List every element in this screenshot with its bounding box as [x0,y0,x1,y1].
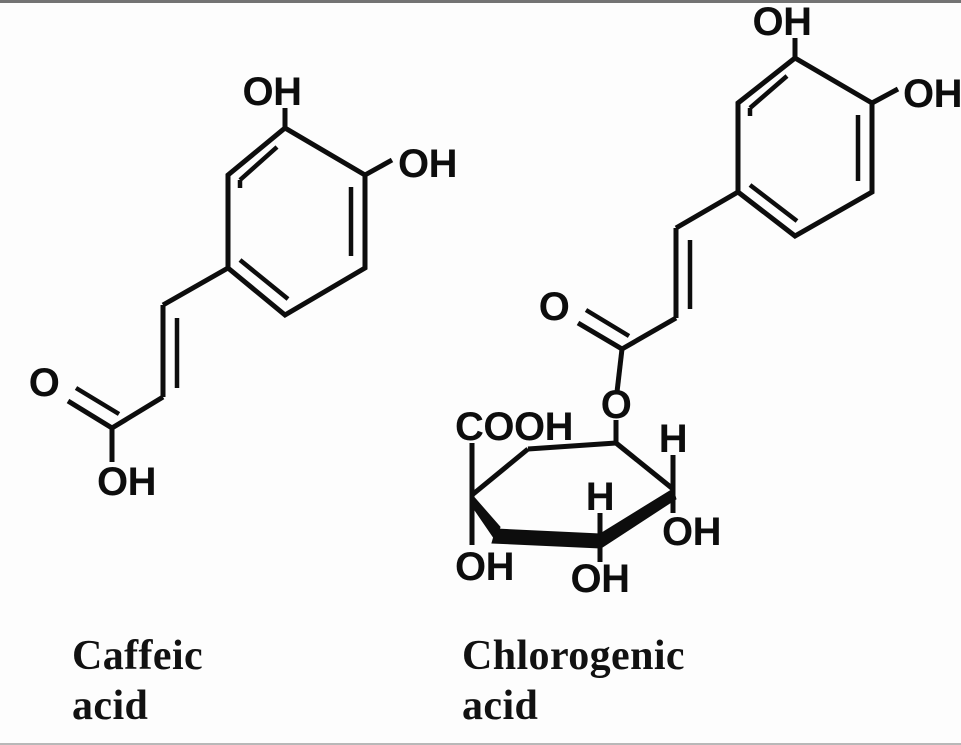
quinic-h-right-label: H [659,417,687,461]
quinic-back-edge-right [614,441,675,491]
caffeic-ring-double-bond-3 [238,258,290,301]
caffeic-oh-right-label: OH [398,142,457,186]
quinic-h-center-label: H [586,475,614,519]
chlorogenic-ester-o-label: O [601,383,632,427]
quinic-back-edge-left [470,447,530,497]
caffeic-carbonyl-o-label: O [29,361,60,405]
chlorogenic-propenoate-chain [620,189,740,352]
quinic-back-edge-top [527,440,617,452]
chlorogenic-benzene-ring [735,55,875,239]
caffeic-carboxyl-group [66,386,121,462]
scan-edge-top [0,0,961,3]
caffeic-carbonyl-inner-line [74,386,121,416]
chlorogenic-ester-carbonyl-o-label: O [539,285,570,329]
chlorogenic-acid-caption: Chlorogenic acid [462,633,685,729]
scan-edge-bottom [0,743,961,745]
chlorogenic-ring-double-bond-1 [748,74,789,110]
caffeic-hydroxyl-oh-label: OH [97,460,156,504]
chlorogenic-ring-double-bond-3 [748,183,799,223]
caffeic-ring-double-bond-1 [238,145,279,182]
caffeic-acid-caption: Caffeic acid [72,633,204,729]
chlorogenic-ester-group [576,308,631,443]
chlorogenic-ring-oh-right-bond [870,86,900,106]
quinic-oh-bottom-label: OH [571,557,630,601]
chlorogenic-oh-top-label: OH [753,0,812,44]
quinic-cooh-label: COOH [455,405,573,449]
chlorogenic-ester-oxygen-bond [614,348,625,393]
quinic-oh-left-label: OH [455,545,514,589]
chlorogenic-ester-carbonyl-bond [576,320,624,352]
caffeic-carbonyl-bond [66,398,114,431]
chlorogenic-oh-right-label: OH [903,72,961,116]
caffeic-oh-top-label: OH [243,70,302,114]
quinic-oh-right-label: OH [662,510,721,554]
chlorogenic-ester-carbonyl-inner-line [584,308,631,338]
caffeic-ring-oh-right-bond [363,157,394,178]
quinic-acid-ring [469,440,677,549]
caffeic-propenoic-chain [110,265,230,431]
